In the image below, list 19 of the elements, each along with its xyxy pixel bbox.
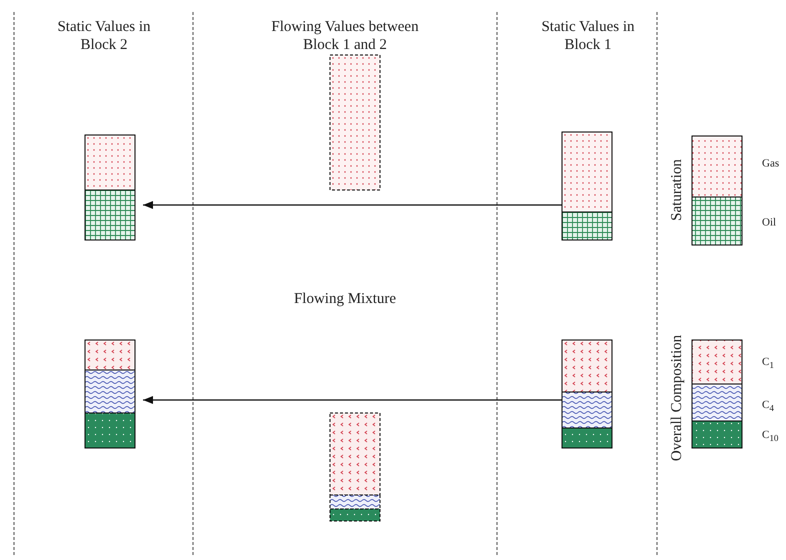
legend-label: C$_{1}$ [762,356,774,372]
flow-stacked-bar [330,55,380,190]
arrow [143,201,562,209]
column-heading: Static Values in Block 2 [56,18,152,54]
legend-label: Oil [762,216,776,230]
legend-label: C$_{4}$ [762,398,774,416]
stacked-bar [562,340,612,448]
stacked-bar [85,340,135,448]
stacked-bar [562,132,612,240]
column-heading: Flowing Values between Block 1 and 2 [270,18,420,54]
stacked-bar [85,135,135,240]
legend-label: C$_{10}$ [762,428,778,446]
column-heading: Flowing Mixture [292,290,398,308]
column-heading: Static Values in Block 1 [540,18,636,54]
flow-stacked-bar [330,413,380,521]
legend-label: Gas [762,158,780,170]
arrow [143,396,562,404]
axis-heading: Saturation [668,159,686,221]
axis-heading: Overall Composition [668,334,686,462]
